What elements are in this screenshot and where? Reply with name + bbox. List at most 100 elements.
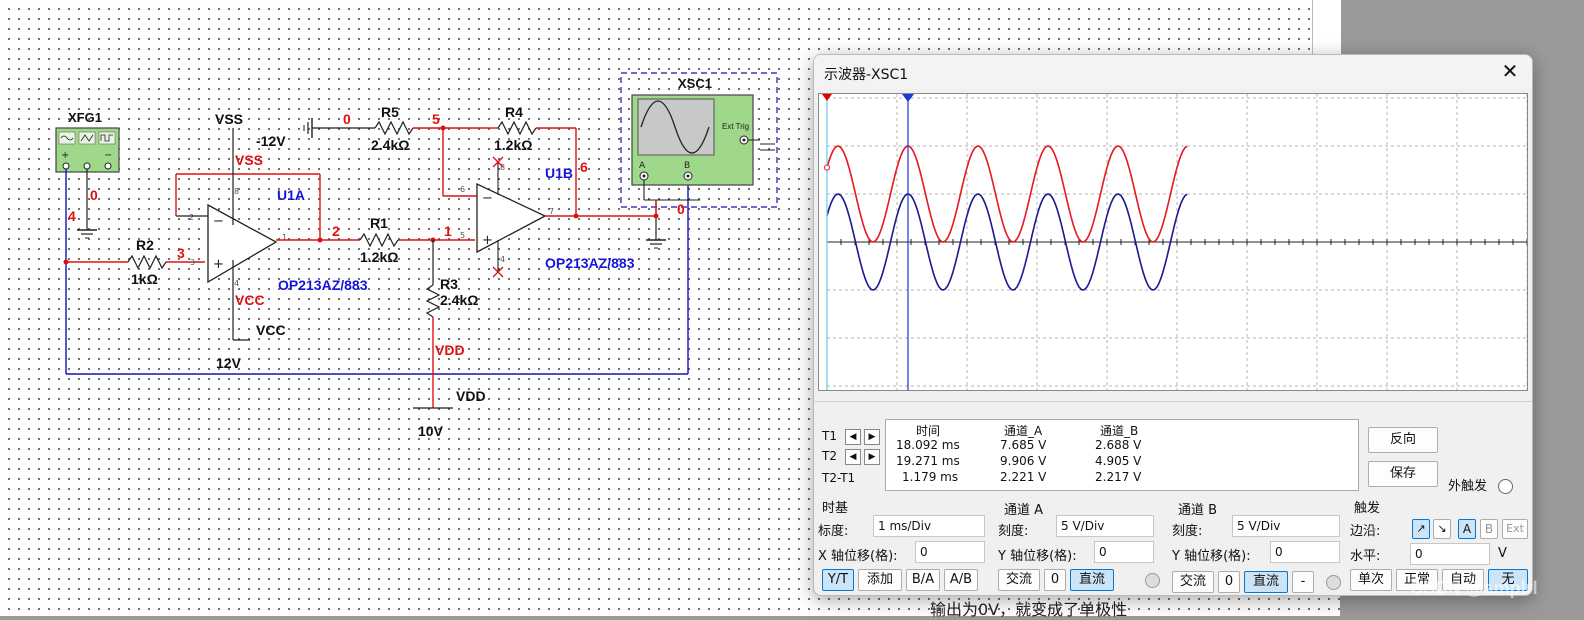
- timebase-scale-label: 标度:: [818, 524, 849, 539]
- trigger-source-ext-button[interactable]: Ext: [1502, 519, 1528, 539]
- scope-waveform-plot: [822, 94, 1527, 390]
- neg12v-label: -12V: [256, 133, 286, 149]
- trigger-none-button[interactable]: 无: [1488, 569, 1528, 591]
- external-trigger-radio[interactable]: [1498, 479, 1513, 494]
- readout-t1-time: 18.092 ms: [896, 438, 960, 452]
- panel-splitter[interactable]: [814, 401, 1532, 404]
- node-3-label: 3: [177, 245, 185, 261]
- u1b-model: OP213AZ/883: [545, 255, 635, 271]
- channel-a-ac-button[interactable]: 交流: [998, 569, 1040, 591]
- node-1-label: 1: [444, 223, 452, 239]
- save-button[interactable]: 保存: [1368, 461, 1438, 487]
- trigger-single-button[interactable]: 单次: [1350, 569, 1392, 591]
- channel-b-scale-field[interactable]: 5 V/Div: [1232, 515, 1340, 537]
- channel-b-minus-button[interactable]: -: [1292, 571, 1314, 593]
- channel-b-scale-label: 刻度:: [1172, 524, 1203, 539]
- scope-titlebar[interactable]: 示波器-XSC1 ✕: [814, 55, 1532, 89]
- trigger-auto-button[interactable]: 自动: [1442, 569, 1484, 591]
- channel-b-y-offset-label: Y 轴位移(格):: [1172, 549, 1251, 564]
- readout-t1-a: 7.685 V: [1000, 438, 1047, 452]
- node-0b-label: 0: [343, 111, 351, 127]
- svg-text:+: +: [482, 233, 493, 248]
- ab-mode-button[interactable]: A/B: [944, 569, 978, 591]
- trigger-normal-button[interactable]: 正常: [1396, 569, 1438, 591]
- trigger-source-b-button[interactable]: B: [1480, 519, 1498, 539]
- node-6-label: 6: [580, 159, 588, 175]
- channel-a-waveform: [826, 145, 1188, 243]
- channel-a-y-offset-label: Y 轴位移(格):: [998, 549, 1077, 564]
- readout-delta-b: 2.217 V: [1095, 470, 1142, 484]
- scope-window-title: 示波器-XSC1: [824, 67, 909, 83]
- channel-a-scale-field[interactable]: 5 V/Div: [1056, 515, 1154, 537]
- cursor-t1-channel-a-marker: [824, 164, 830, 171]
- r2-value: 1kΩ: [131, 271, 158, 287]
- channel-b-color-radio[interactable]: [1326, 575, 1341, 590]
- function-generator-xfg1[interactable]: XFG1 + −: [55, 110, 120, 173]
- node-5-label: 5: [432, 111, 440, 127]
- t2-t1-label: T2-T1: [822, 471, 856, 485]
- scope-display[interactable]: [818, 93, 1528, 391]
- channel-a-y-offset-field[interactable]: 0: [1094, 541, 1154, 563]
- vdd-10v-label: 10V: [418, 423, 444, 439]
- readout-delta-time: 1.179 ms: [902, 470, 959, 484]
- oscilloscope-xsc1[interactable]: A B Ext Trig: [631, 94, 754, 186]
- timebase-title: 时基: [822, 501, 849, 516]
- r2-label: R2: [136, 237, 154, 253]
- svg-text:A: A: [639, 161, 646, 171]
- readout-header-time: 时间: [916, 424, 941, 438]
- trigger-level-field[interactable]: 0: [1410, 543, 1490, 565]
- trigger-source-a-button[interactable]: A: [1458, 519, 1476, 539]
- vdd-net-label: VDD: [435, 342, 465, 358]
- opamp-u1a[interactable]: − +: [207, 203, 278, 284]
- reverse-button[interactable]: 反向: [1368, 427, 1438, 453]
- x-offset-field[interactable]: 0: [915, 541, 985, 563]
- schematic-diagram: XFG1 + − 0 4 R2 1kΩ: [55, 72, 778, 439]
- trigger-title: 触发: [1354, 501, 1381, 516]
- close-icon[interactable]: ✕: [1501, 59, 1519, 83]
- r4-label: R4: [505, 104, 523, 120]
- t1-right-arrow-icon[interactable]: ▶: [864, 429, 880, 445]
- channel-b-ac-button[interactable]: 交流: [1172, 571, 1214, 593]
- svg-text:+: +: [61, 150, 69, 161]
- t1-left-arrow-icon[interactable]: ◀: [845, 429, 861, 445]
- oscilloscope-window[interactable]: 示波器-XSC1 ✕ T1 ◀ ▶ T2 ◀ ▶ T2-T1 时间 通道_A 通…: [813, 54, 1533, 596]
- channel-a-color-radio[interactable]: [1145, 573, 1160, 588]
- falling-edge-icon[interactable]: ↘: [1433, 519, 1451, 539]
- svg-text:Ext Trig: Ext Trig: [722, 122, 749, 131]
- trigger-edge-label: 边沿:: [1350, 524, 1381, 539]
- readout-t2-time: 19.271 ms: [896, 454, 960, 468]
- node-0-label: 0: [90, 187, 98, 203]
- t2-left-arrow-icon[interactable]: ◀: [845, 449, 861, 465]
- rising-edge-icon[interactable]: ↗: [1412, 519, 1430, 539]
- svg-text:2: 2: [189, 213, 194, 222]
- trigger-level-label: 水平:: [1350, 549, 1381, 564]
- timebase-scale-field[interactable]: 1 ms/Div: [873, 515, 985, 537]
- readout-delta-a: 2.221 V: [1000, 470, 1047, 484]
- trigger-level-unit: V: [1498, 546, 1507, 561]
- svg-text:5: 5: [460, 231, 465, 240]
- channel-b-y-offset-field[interactable]: 0: [1270, 541, 1340, 563]
- t2-right-arrow-icon[interactable]: ▶: [864, 449, 880, 465]
- vcc-net-label: VCC: [235, 292, 265, 308]
- channel-a-zero-button[interactable]: 0: [1044, 569, 1066, 591]
- svg-text:6: 6: [460, 185, 465, 194]
- node-4-label: 4: [68, 208, 76, 224]
- readout-t1-b: 2.688 V: [1095, 438, 1142, 452]
- svg-text:−: −: [104, 150, 112, 161]
- add-mode-button[interactable]: 添加: [858, 569, 902, 591]
- svg-text:+: +: [213, 257, 224, 272]
- background-article-text: 输出为0V，就变成了单极性: [930, 600, 1128, 619]
- x-offset-label: X 轴位移(格):: [818, 549, 898, 564]
- opamp-u1b[interactable]: − +: [476, 182, 547, 254]
- t1-label: T1: [822, 429, 837, 443]
- channel-b-dc-button[interactable]: 直流: [1244, 571, 1288, 593]
- vcc-label: VCC: [256, 322, 286, 338]
- yt-mode-button[interactable]: Y/T: [822, 569, 854, 591]
- r5-label: R5: [381, 104, 399, 120]
- ba-mode-button[interactable]: B/A: [906, 569, 940, 591]
- svg-text:7: 7: [549, 207, 554, 216]
- svg-text:1: 1: [282, 233, 287, 242]
- channel-b-zero-button[interactable]: 0: [1218, 571, 1240, 593]
- channel-a-dc-button[interactable]: 直流: [1070, 569, 1114, 591]
- svg-text:−: −: [482, 191, 493, 206]
